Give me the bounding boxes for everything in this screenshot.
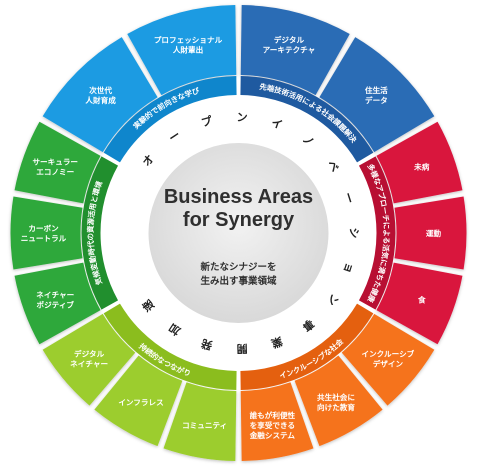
segment-label-learning-2-1: プロフェッショナル — [154, 35, 223, 45]
segment-label-wellness-1-1: 未病 — [414, 161, 430, 171]
segment-label-climate-2-2: ニュートラル — [21, 234, 67, 243]
segment-label-inclusion-1-2: デザイン — [373, 358, 404, 368]
segment-wellness-3: 食 — [376, 262, 463, 345]
segment-label-wellness-3-1: 食 — [418, 295, 426, 305]
segment-label-connection-3-1: デジタル — [74, 348, 105, 358]
ring-char-14: 開 — [236, 342, 247, 355]
center-subtitle-line-1: 新たなシナジーを — [200, 261, 276, 273]
segment-label-tech-2-2: データ — [365, 95, 388, 105]
segment-label-connection-1-1: コミュニティ — [182, 421, 227, 430]
segment-label-climate-1-2: ポジティブ — [37, 300, 75, 310]
outer-segment-ring: デジタルアーキテクチャ住生活データ未病運動食インクルーシブデザイン共生社会に向け… — [10, 5, 467, 461]
ring-char-5: イ — [270, 116, 285, 132]
segment-label-inclusion-2-2: 向けた教育 — [317, 402, 355, 412]
segment-label-inclusion-2-1: 共生社会に — [317, 392, 355, 402]
center-title-line-1: Business Areas — [164, 186, 313, 208]
ring-char-10: ョ — [341, 261, 357, 275]
segment-label-learning-2-2: 人財輩出 — [172, 45, 203, 55]
segment-wellness-1: 未病 — [376, 121, 463, 204]
segment-label-climate-3-1: サーキュラー — [32, 157, 78, 166]
ring-char-15: 発 — [199, 336, 215, 353]
theme-arc-climate: 気候変動時代の資源活用と環境 — [81, 156, 119, 310]
segment-label-learning-1-1: 次世代 — [89, 85, 112, 95]
segment-label-tech-2-1: 住生活 — [365, 85, 388, 95]
segment-connection-2: インフラレス — [94, 355, 183, 447]
segment-label-climate-3-2: エコノミー — [36, 167, 74, 176]
ring-char-9: シ — [348, 228, 361, 239]
segment-connection-1: コミュニティ — [163, 382, 237, 461]
theme-arc-wellness: 多様なアプローチによる活気に満ちた健康 — [358, 156, 396, 310]
segment-label-learning-1-2: 人財育成 — [84, 95, 116, 105]
ring-char-3: プ — [200, 113, 215, 130]
segment-label-tech-1-2: アーキテクチャ — [263, 45, 316, 55]
segment-label-wellness-2-1: 運動 — [426, 228, 442, 238]
segment-label-inclusion-3-2: を享受できる — [250, 420, 295, 430]
segment-label-connection-3-2: ネイチャー — [70, 359, 108, 368]
center-subtitle-line-2: 生み出す事業領域 — [200, 275, 277, 287]
segment-label-inclusion-1-1: インクルーシブ — [361, 348, 414, 358]
ring-char-13: 業 — [269, 334, 286, 352]
segment-wellness-2: 運動 — [394, 196, 467, 270]
segment-label-inclusion-3-1: 誰もが利便性 — [250, 410, 296, 420]
center-title-line-2: for Synergy — [183, 209, 295, 231]
segment-label-climate-1-1: ネイチャー — [36, 291, 74, 300]
ring-char-4: ン — [236, 111, 247, 124]
ring-char-8: ー — [341, 191, 357, 205]
segment-label-connection-2-1: インフラレス — [118, 398, 164, 407]
segment-label-inclusion-3-3: 金融システム — [249, 430, 296, 440]
segment-label-climate-2-1: カーボン — [28, 223, 59, 233]
center-disc: Business Areas for Synergy 新たなシナジーを 生み出す… — [146, 141, 331, 325]
segment-label-tech-1-1: デジタル — [274, 35, 305, 45]
